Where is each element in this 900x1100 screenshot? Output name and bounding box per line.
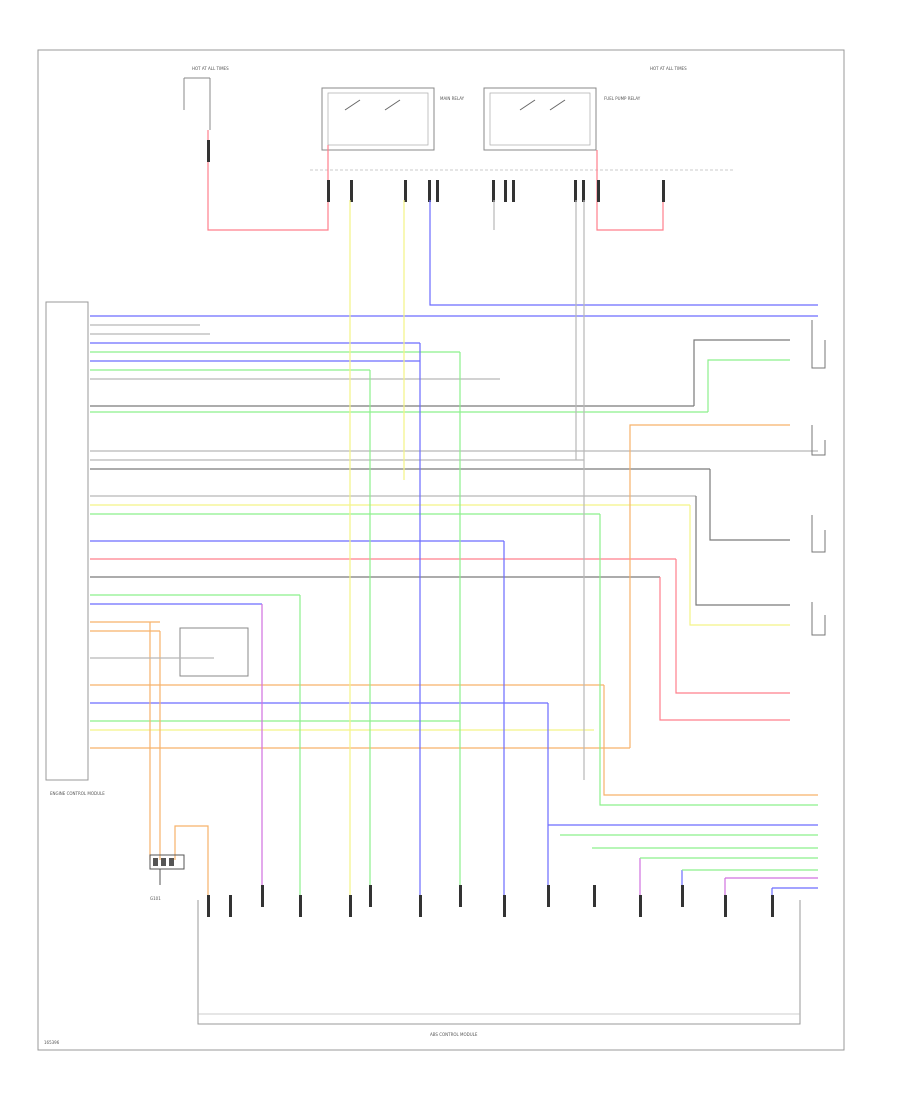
diagram-frame <box>37 49 845 1051</box>
right-sensors <box>811 320 826 636</box>
ecm-block: ENGINE CONTROL MODULE <box>45 301 105 796</box>
right-fuse-label: HOT AT ALL TIMES <box>650 66 687 71</box>
bottom-pins <box>207 885 774 917</box>
bottom-module-label: ABS CONTROL MODULE <box>430 1032 478 1037</box>
left-relay-label: MAIN RELAY <box>440 96 465 101</box>
ecm-wires <box>90 315 818 749</box>
top-red-wires <box>207 130 664 231</box>
left-fuse-label: HOT AT ALL TIMES <box>192 66 229 71</box>
right-relay: FUEL PUMP RELAY <box>483 87 641 151</box>
right-relay-label: FUEL PUMP RELAY <box>604 96 641 101</box>
left-relay: MAIN RELAY <box>321 87 465 151</box>
vertical-wires <box>149 200 818 900</box>
ground-label: G101 <box>150 896 161 901</box>
ground-connector: G101 <box>149 854 185 901</box>
bottom-module: ABS CONTROL MODULE <box>197 900 801 1037</box>
ecm-label: ENGINE CONTROL MODULE <box>50 791 105 796</box>
diagram-id: 165396 <box>44 1040 60 1045</box>
inline-module <box>90 627 249 677</box>
top-pins <box>207 140 665 202</box>
top-left-fuse: HOT AT ALL TIMES <box>183 66 229 130</box>
